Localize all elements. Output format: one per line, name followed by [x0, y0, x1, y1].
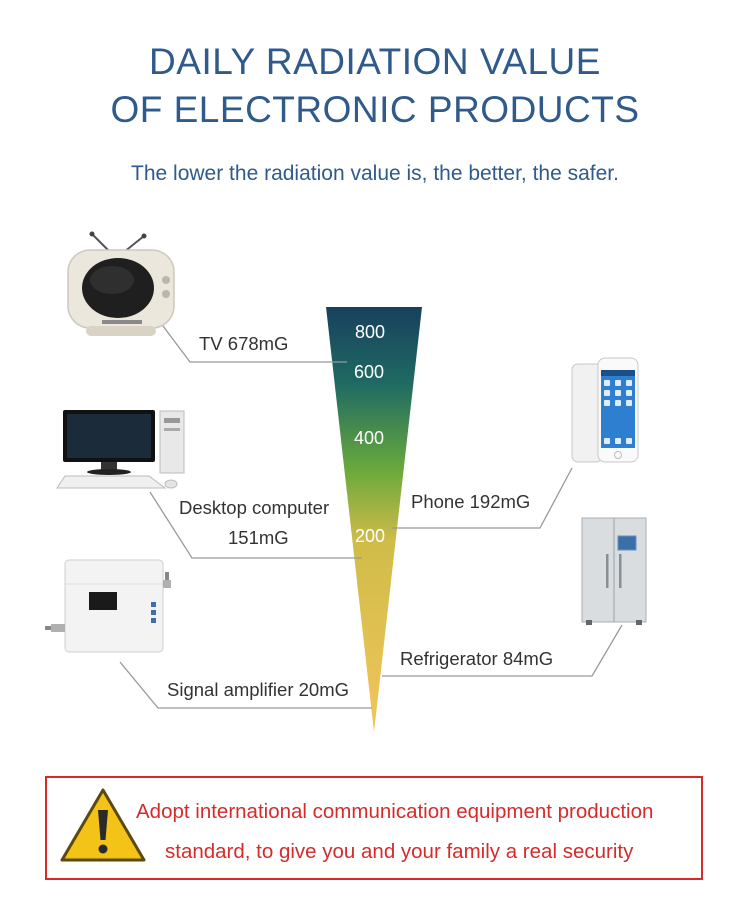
page-title-line-1: DAILY RADIATION VALUE	[149, 41, 601, 82]
scale-tick-400: 400	[354, 428, 385, 448]
fridge-connector-line	[382, 624, 623, 677]
phone-connector-line	[392, 467, 573, 529]
signal-amplifier-icon	[45, 559, 171, 653]
warning-icon	[60, 788, 146, 862]
scale-tick-600: 600	[354, 362, 385, 382]
refrigerator-icon	[581, 517, 647, 625]
phone-label: Phone 192mG	[411, 491, 531, 512]
scale-tick-800: 800	[355, 322, 386, 342]
tv-icon	[67, 231, 175, 336]
desktop-label-line-2: 151mG	[228, 527, 289, 548]
refrigerator-label: Refrigerator 84mG	[400, 648, 554, 669]
desktop-label-line-1: Desktop computer	[179, 497, 330, 518]
signal-amplifier-label: Signal amplifier 20mG	[167, 679, 349, 700]
notice-line-1: Adopt international communication equipm…	[136, 800, 654, 823]
tv-connector-line	[159, 321, 347, 363]
signal-connector-line	[119, 661, 372, 709]
phone-icon	[571, 357, 639, 463]
desktop-computer-icon	[56, 410, 185, 489]
notice-line-2: standard, to give you and your family a …	[165, 840, 634, 863]
security-notice-box	[45, 776, 703, 880]
desktop-connector-line	[149, 491, 362, 559]
tv-label: TV 678mG	[199, 333, 289, 354]
scale-tick-200: 200	[355, 526, 386, 546]
page-title-line-2: OF ELECTRONIC PRODUCTS	[110, 89, 640, 130]
subtitle: The lower the radiation value is, the be…	[131, 162, 619, 185]
